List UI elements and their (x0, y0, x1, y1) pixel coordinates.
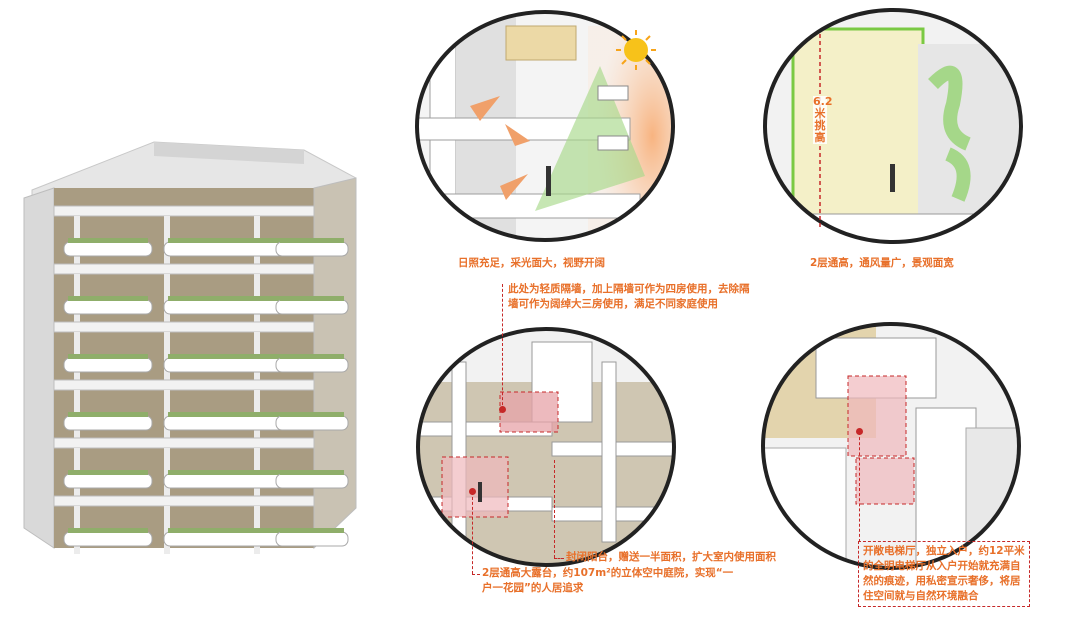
light-wall-caption-line1: 此处为轻质隔墙，加上隔墙可作为四房使用，去除隔 (508, 283, 750, 295)
column (164, 390, 170, 438)
balcony (63, 415, 153, 431)
floor-slab (53, 321, 315, 333)
elevator-caption-line3: 然的痕迹，用私密宣示奢侈，将居 (863, 575, 1021, 587)
balcony (63, 241, 153, 257)
floor-slab (53, 437, 315, 449)
elevator-leader-line (859, 432, 860, 542)
balcony (275, 299, 349, 315)
balcony (63, 357, 153, 373)
balcony-leader-line (554, 460, 555, 558)
elevator-caption-box: 开敞电梯厅，独立入户，约12平米 的全明电梯厅从入户开始就充满自 然的痕迹，用私… (858, 541, 1030, 607)
balcony (163, 299, 285, 315)
column (164, 216, 170, 264)
balcony (275, 473, 349, 489)
planter (280, 412, 344, 417)
light-wall-leader-line (502, 284, 503, 410)
balcony (163, 241, 285, 257)
terrace-leader-line-h (472, 574, 480, 575)
building-axonometric (23, 141, 357, 554)
balcony-caption: 封闭阳台，赠送一半面积，扩大室内使用面积 (566, 551, 776, 563)
double-height-circle-illustration (763, 8, 1023, 244)
floor-slab (53, 495, 315, 507)
planter (68, 412, 148, 417)
planter (280, 354, 344, 359)
balcony (275, 415, 349, 431)
balcony (63, 299, 153, 315)
light-wall-caption-line2: 墙可作为阔绰大三房使用，满足不同家庭使用 (508, 298, 718, 310)
height-label: 6.2 米 挑 高 (813, 95, 833, 144)
planter (168, 412, 280, 417)
elevator-dot (856, 428, 863, 435)
balcony (275, 357, 349, 373)
planter (68, 528, 148, 533)
planter (68, 238, 148, 243)
balcony (63, 473, 153, 489)
elevator-caption-line4: 住空间就与自然环境融合 (863, 590, 979, 602)
balcony (163, 415, 285, 431)
elevator-caption-line1: 开敞电梯厅，独立入户，约12平米 (863, 545, 1025, 557)
planter (280, 238, 344, 243)
balcony (163, 357, 285, 373)
planter (168, 296, 280, 301)
floor-slab (53, 263, 315, 275)
planter (68, 296, 148, 301)
terrace-circle-illustration (416, 327, 676, 567)
planter (280, 528, 344, 533)
elevator-caption-line2: 的全明电梯厅从入户开始就充满自 (863, 560, 1021, 572)
column (164, 506, 170, 554)
balcony-leader-line-h (554, 558, 564, 559)
planter (68, 354, 148, 359)
sunlight-caption: 日照充足，采光面大，视野开阔 (458, 257, 605, 269)
planter (168, 528, 280, 533)
double-height-caption: 2层通高，通风量广，景观面宽 (810, 257, 954, 269)
column (164, 274, 170, 322)
light-wall-dot (499, 406, 506, 413)
column (164, 332, 170, 380)
column (164, 448, 170, 496)
floor-slab (53, 379, 315, 391)
balcony (275, 531, 349, 547)
balcony (163, 531, 285, 547)
planter (280, 470, 344, 475)
planter (168, 238, 280, 243)
planter (280, 296, 344, 301)
terrace-leader-line (472, 492, 473, 574)
balcony (163, 473, 285, 489)
planter (68, 470, 148, 475)
floor-slab (53, 205, 315, 217)
sunlight-circle-illustration (415, 10, 675, 242)
balcony (63, 531, 153, 547)
planter (168, 354, 280, 359)
planter (168, 470, 280, 475)
terrace-dot (469, 488, 476, 495)
elevator-lobby-circle-illustration (761, 322, 1021, 570)
terrace-caption-line1: 2层通高大露台，约107m²的立体空中庭院，实现“一 (482, 567, 734, 579)
balcony (275, 241, 349, 257)
terrace-caption-line2: 户一花园”的人居追求 (482, 582, 584, 594)
